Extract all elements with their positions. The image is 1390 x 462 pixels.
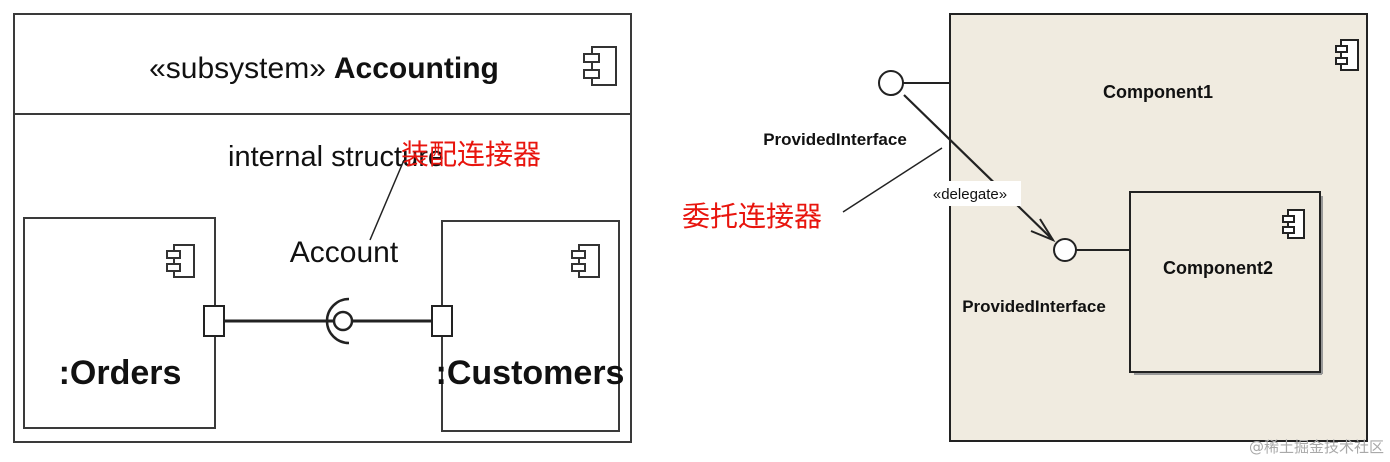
interface-label: Account <box>290 236 399 269</box>
component-icon <box>1335 39 1359 71</box>
delegate-connector <box>903 94 1054 241</box>
subsystem-title: «subsystem»Accounting <box>149 52 499 85</box>
component-icon <box>1282 209 1305 239</box>
subsystem-stereotype: «subsystem» <box>149 52 326 85</box>
part-customers: :Customers <box>436 220 625 432</box>
delegate-label-bg <box>920 181 1021 206</box>
delegate-arrowhead <box>1030 218 1056 243</box>
component-icon <box>166 244 195 278</box>
subsystem-accounting: «subsystem»Accounting internal structure… <box>13 13 632 443</box>
port-customers <box>431 305 453 337</box>
outer-provided-interface-ball <box>878 70 904 96</box>
delegation-annotation-pointer <box>842 147 943 213</box>
delegate-stereotype: «delegate» <box>933 186 1007 203</box>
inner-provided-interface-ball <box>1053 238 1077 262</box>
part-customers-label: :Customers <box>436 354 625 392</box>
delegation-annotation: 委托连接器 <box>682 200 822 233</box>
component2-label: Component2 <box>1163 258 1273 278</box>
component1: Component1 Component2 ProvidedInterface … <box>763 13 1368 442</box>
component1-label: Component1 <box>1103 82 1213 102</box>
inner-interface-label: ProvidedInterface <box>962 297 1106 316</box>
part-orders: :Orders <box>23 217 216 429</box>
component2: Component2 <box>1129 191 1323 375</box>
port-orders <box>203 305 225 337</box>
component-icon <box>583 46 617 86</box>
outer-interface-label: ProvidedInterface <box>763 130 907 149</box>
compartment-label: internal structure <box>228 141 444 173</box>
component-icon <box>571 244 600 278</box>
assembly-annotation: 装配连接器 <box>401 138 541 171</box>
required-interface-socket <box>325 297 350 345</box>
subsystem-name: Accounting <box>334 52 499 85</box>
watermark: @稀土掘金技术社区 <box>1249 438 1384 456</box>
provided-interface-ball <box>332 310 354 332</box>
assembly-annotation-pointer <box>369 159 405 241</box>
part-orders-label: :Orders <box>59 354 182 392</box>
